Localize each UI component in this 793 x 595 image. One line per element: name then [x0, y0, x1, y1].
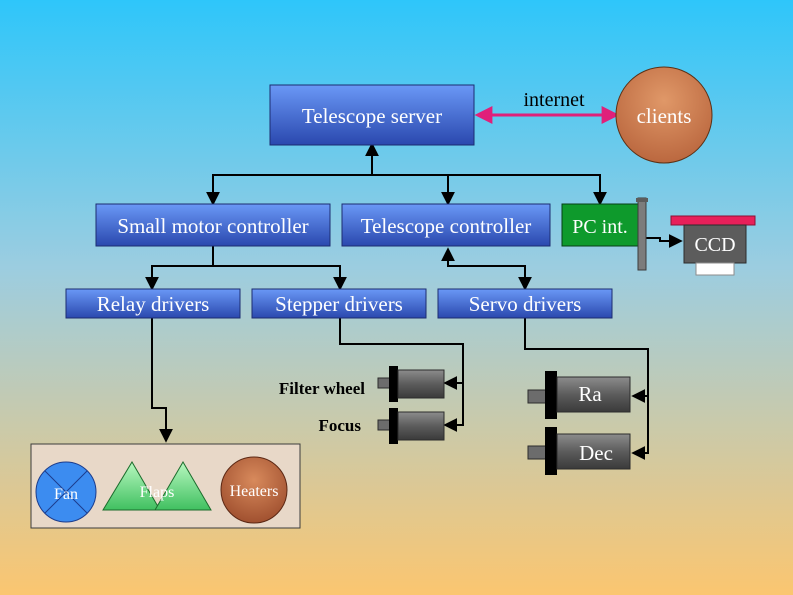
relay-drivers-label: Relay drivers	[97, 292, 210, 316]
relay-drivers-node: Relay drivers	[65, 288, 241, 319]
pc-card-bracket-icon	[636, 197, 648, 271]
servo-drivers-label: Servo drivers	[469, 292, 582, 316]
small-motor-controller-node: Small motor controller	[95, 203, 331, 247]
telescope-controller-node: Telescope controller	[341, 203, 551, 247]
telescope-controller-label: Telescope controller	[361, 214, 532, 238]
internet-label: internet	[523, 89, 585, 111]
dec-motor-icon	[527, 427, 631, 475]
telescope-server-node: Telescope server	[269, 84, 475, 146]
small-motor-controller-label: Small motor controller	[117, 214, 308, 238]
ccd-label: CCD	[694, 234, 735, 256]
dec-label: Dec	[579, 441, 613, 465]
ra-label: Ra	[578, 382, 602, 406]
flaps-icon	[102, 461, 212, 511]
ra-motor-icon	[527, 371, 631, 419]
focus-label: Focus	[319, 416, 362, 435]
heaters-label: Heaters	[230, 483, 279, 500]
ccd-node: CCD	[670, 215, 756, 276]
stepper-drivers-label: Stepper drivers	[275, 292, 403, 316]
filter-wheel-motor-icon	[377, 366, 445, 402]
heaters-icon	[220, 456, 288, 524]
relay-loads-panel: Fan Flaps Heaters	[30, 443, 301, 529]
servo-drivers-node: Servo drivers	[437, 288, 613, 319]
focus-motor-icon	[377, 408, 445, 444]
pc-int-node: PC int.	[561, 197, 648, 271]
stepper-drivers-node: Stepper drivers	[251, 288, 427, 319]
filter-wheel-label: Filter wheel	[279, 379, 365, 398]
flaps-label: Flaps	[140, 484, 175, 501]
connectors	[145, 142, 683, 460]
pc-int-label: PC int.	[572, 216, 628, 238]
clients-label: clients	[637, 104, 692, 128]
fan-label: Fan	[54, 486, 78, 503]
fan-icon	[35, 461, 97, 523]
telescope-server-label: Telescope server	[302, 104, 442, 128]
clients-node: clients	[615, 66, 713, 164]
